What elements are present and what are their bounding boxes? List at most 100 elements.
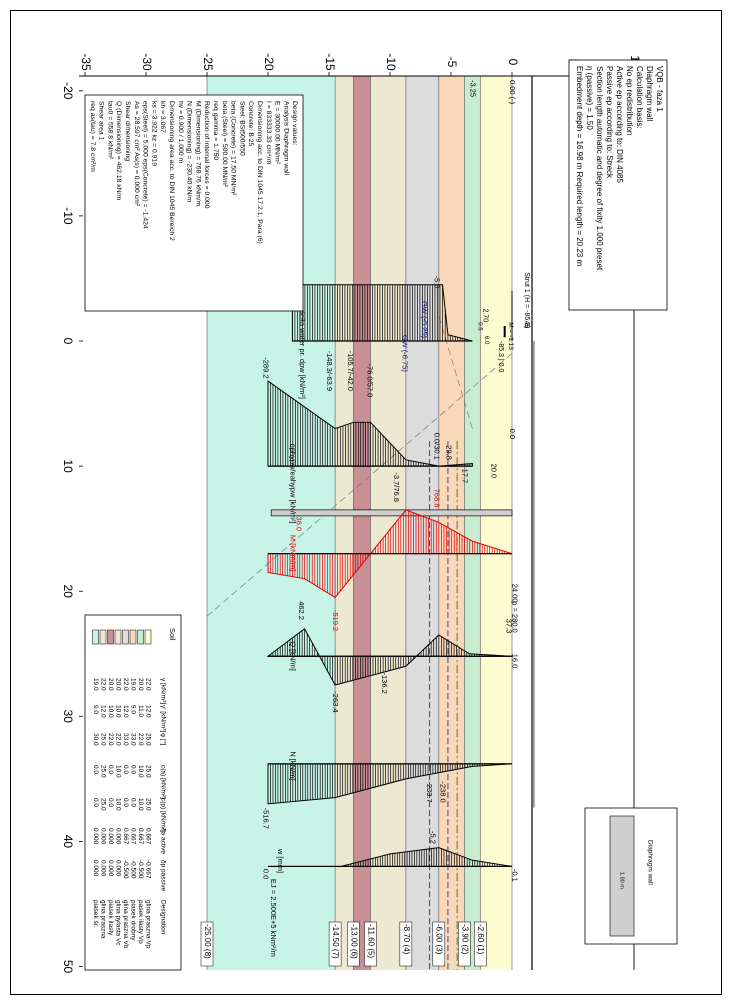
series-title: N [kN/m] (288, 751, 297, 780)
series-value: -5.0 (432, 276, 441, 289)
soil-cell: 12.0 (99, 705, 106, 718)
soil-cell: 0.667 (144, 828, 151, 845)
soil-cell: 10.0 (137, 765, 144, 778)
series-title: w [mm] (276, 848, 285, 873)
series-value: -233.7 (425, 781, 434, 802)
design-values-line: eps(Steel) = 5.000 eps(Concrete) = -1.42… (142, 101, 149, 229)
layer-label-top: 0.00 (-) (508, 80, 517, 105)
dimension-label: 24.00 (510, 584, 519, 603)
design-values-line: beta (Steel) = 500.00 MN/m² (221, 101, 228, 188)
soil-cell: 33.0 (129, 733, 136, 746)
design-values-line: tau0 = 558.8 kN/m² (106, 101, 113, 160)
soil-cell: 25.0 (144, 733, 151, 746)
x-tick-label: 50 (61, 960, 75, 974)
x-tick-label: 40 (61, 835, 75, 849)
strut-label: Strut 1 (H = -85.3) (523, 272, 530, 328)
soil-cell: 0.000 (99, 828, 106, 845)
soil-layers (85, 76, 513, 970)
project-info-line: Embedment depth = 16.98 m Required lengt… (575, 66, 584, 266)
layer-label: -6.00 (3) (435, 924, 444, 955)
soil-cell: 25.0 (144, 798, 151, 811)
p-load-label: p = 280.0 (510, 601, 519, 633)
soil-cell: 0.0 (92, 765, 99, 774)
soil-cell: -0.667 (144, 860, 151, 879)
layer-label-box (200, 921, 214, 967)
slip-line (206, 353, 513, 617)
soil-cell: 0.000 (107, 860, 114, 877)
soil-cell: 0.000 (107, 828, 114, 845)
soil-cell: 10.0 (137, 798, 144, 811)
design-values-box (84, 94, 304, 312)
project-info-line: Section length automatic and degree of f… (595, 66, 604, 271)
soil-header: δp passive (159, 860, 166, 891)
design-values-line: Steel: BSt500/550 (238, 101, 245, 156)
soil-header: Designation (159, 900, 166, 935)
dimension-label: 45 (523, 321, 529, 328)
soil-cell: 0.0 (107, 765, 114, 774)
soil-cell: 25.0 (99, 765, 106, 778)
design-values-line: Analysis Diaphragm wall (282, 101, 289, 176)
diaphragm-wall (270, 509, 513, 517)
series-value: -516.7 (262, 808, 271, 829)
series-value: -519.2 (331, 610, 340, 631)
dimension-label: 37.3 (504, 619, 513, 634)
dimension-label: 6.0 (483, 336, 489, 345)
depth-tick-label: -10 (384, 53, 398, 71)
depth-tick-label: 0 (506, 59, 520, 66)
soil-layer (438, 76, 465, 970)
project-info-line: VQB - faza 1 (655, 66, 664, 112)
soil-cell: 11.0 (137, 705, 144, 718)
series-title: Q [kN/m] (288, 641, 297, 671)
layer-label: -2.60 (1) (476, 924, 485, 955)
wall-thickness-label: 1.00 m (619, 872, 625, 889)
soil-cell: 10.0 (107, 705, 114, 718)
series-value: 17.7 (460, 469, 469, 484)
strut-force-label: -85.3 | 0.0 (497, 341, 504, 373)
soil-cell: 10.0 (114, 798, 121, 811)
soil-cell: 25.0 (144, 765, 151, 778)
soil-cell: 0.667 (129, 828, 136, 845)
soil-cell: 19.0 (129, 678, 136, 691)
layer-label: -11.60 (5) (366, 924, 375, 958)
series-value: 0.0 (262, 869, 271, 879)
soil-cell: 0.0 (122, 765, 129, 774)
soil-cell: 25.0 (99, 733, 106, 746)
soil-cell: -0.500 (122, 860, 129, 879)
series-value: 768.8 (432, 489, 441, 508)
layer-label-box (347, 921, 360, 967)
shear-plot (266, 627, 513, 686)
layer-label: -13.00 (6) (349, 924, 358, 959)
design-values-line: Shear dimensioning (124, 101, 131, 161)
soil-cell: 0.0 (129, 798, 136, 807)
layer-label-box (364, 921, 377, 967)
soil-cell: 0.0 (122, 798, 129, 807)
x-tick-label: 10 (61, 459, 75, 473)
soil-cell: 0.667 (122, 828, 129, 845)
series-title: delta water pr. dpw [kN/m²] (298, 310, 307, 399)
soil-cell: 0.000 (92, 860, 99, 877)
layer-label-box (399, 921, 413, 967)
soil-cell: 0.000 (114, 860, 121, 877)
soil-layer (370, 76, 406, 970)
soil-cell: -0.500 (137, 860, 144, 879)
x-tick-label: 0 (61, 338, 75, 345)
design-values-line: req gamma = 1.750 (212, 101, 219, 160)
series-value: 29.8 (445, 445, 454, 460)
soil-cell: 25.0 (99, 798, 106, 811)
soil-designation: glina praszna Vb (122, 900, 129, 949)
design-values-line: M (Dimensioning) = 768.76 kNm/m (194, 101, 201, 207)
soil-cell: 0.000 (92, 828, 99, 845)
gw-label: GW (-6.75) (401, 335, 410, 373)
project-info-line: η (passive) = 1.50 (585, 66, 594, 130)
design-values-line: Reduction of internal forces = 0.000 (203, 101, 210, 209)
soil-cell: 0.000 (99, 860, 106, 877)
wall-swatch (609, 815, 635, 937)
layer-label: -8.70 (4) (402, 924, 411, 955)
x-tick-label: 20 (61, 585, 75, 599)
series-value: 20.0 (490, 464, 499, 479)
dimension-label: 0.5 (477, 322, 483, 331)
design-values-line: E = 30000.00 MN/m² (274, 101, 281, 165)
